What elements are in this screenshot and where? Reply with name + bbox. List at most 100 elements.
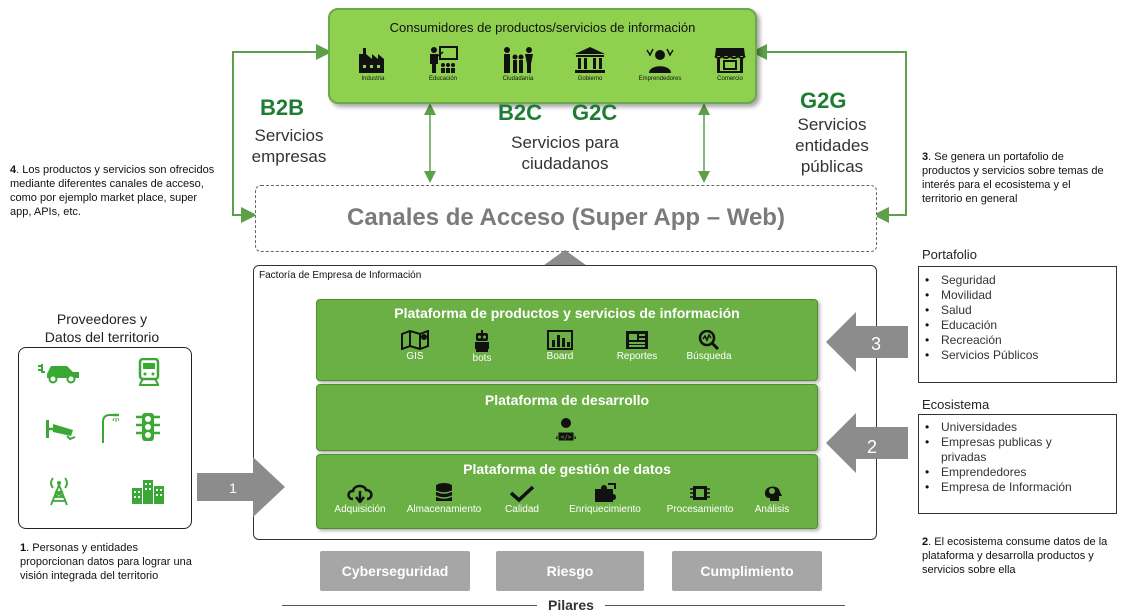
factory-label: Factoría de Empresa de Información	[259, 270, 422, 281]
pillars-label: Pilares	[548, 597, 594, 613]
ecosystem-item: Empresas publicas y privadas	[919, 435, 1071, 465]
g2g-line1: Servicios	[797, 115, 867, 134]
portfolio-item: Recreación	[919, 333, 1116, 348]
report-icon	[626, 331, 648, 349]
gis-label: GIS	[406, 351, 424, 362]
buildings-icon	[132, 480, 164, 504]
analisis-label: Análisis	[754, 504, 790, 515]
entrepreneur-icon	[646, 48, 674, 73]
note-2-text: . El ecosistema consume datos de la plat…	[922, 536, 1108, 576]
cloud-download-icon	[347, 484, 373, 503]
bots-item: bots	[447, 330, 517, 364]
note-3-number: 3	[922, 151, 929, 163]
adquisicion-label: Adquisición	[334, 504, 386, 515]
pillar-riesgo: Riesgo	[496, 551, 644, 591]
providers-title-line2: Datos del territorio	[44, 329, 160, 345]
consumer-label: Educación	[428, 76, 458, 82]
search-icon	[698, 330, 720, 350]
procesamiento-label: Procesamiento	[666, 504, 734, 515]
pillar-cumplimiento: Cumplimiento	[672, 551, 822, 591]
board-item: Board	[525, 330, 595, 362]
enriquecimiento-item: Enriquecimiento	[560, 483, 650, 515]
pillar-cyberseguridad: Cyberseguridad	[320, 551, 470, 591]
developer-icon: </>	[556, 418, 576, 442]
reportes-label: Reportes	[616, 351, 658, 362]
procesamiento-item: Procesamiento	[655, 483, 745, 515]
note-1: 1. Personas y entidades proporcionan dat…	[20, 541, 195, 583]
arrow-2-number: 2	[867, 437, 877, 457]
note-4-text: . Los productos y servicios son ofrecido…	[10, 164, 215, 218]
g2g-code: G2G	[800, 88, 847, 113]
ecosystem-box: Universidades Empresas publicas y privad…	[918, 414, 1117, 514]
pillars-divider-left	[282, 605, 537, 606]
portfolio-title: Portafolio	[922, 247, 977, 262]
access-channels-title: Canales de Acceso (Super App – Web)	[347, 204, 785, 231]
puzzle-icon	[595, 483, 616, 502]
consumer-label: Emprendedores	[638, 76, 682, 82]
b2b-description: Servicios empresas	[248, 125, 330, 167]
portfolio-item: Educación	[919, 318, 1116, 333]
g2c-description: Servicios para ciudadanos	[490, 132, 640, 174]
map-icon	[401, 330, 429, 350]
ecosystem-item: Emprendedores	[919, 465, 1116, 480]
calidad-label: Calidad	[505, 504, 539, 515]
platform-development-title: Plataforma de desarrollo	[484, 392, 650, 408]
consumer-label: Ciudadanía	[502, 76, 534, 82]
note-1-text: . Personas y entidades proporcionan dato…	[20, 542, 192, 582]
consumers-box: Consumidores de productos/servicios de i…	[328, 8, 757, 104]
factory-icon	[359, 48, 384, 73]
arrow-3-left: 3	[826, 312, 908, 372]
calidad-item: Calidad	[487, 483, 557, 515]
b2b-line1: Servicios	[254, 126, 324, 145]
consumer-gobierno: Gobierno	[560, 46, 620, 82]
antenna-tower-icon	[50, 477, 68, 506]
platform-products-title: Plataforma de productos y servicios de i…	[394, 305, 740, 321]
portfolio-item: Seguridad	[919, 273, 1116, 288]
ecosystem-item: Universidades	[919, 420, 1116, 435]
consumer-label: Industria	[361, 76, 385, 82]
adquisicion-item: Adquisición	[325, 483, 395, 515]
portfolio-item: Salud	[919, 303, 1116, 318]
portfolio-box: Seguridad Movilidad Salud Educación Recr…	[918, 266, 1117, 383]
ecosystem-list: Universidades Empresas publicas y privad…	[919, 420, 1116, 495]
electric-car-icon	[38, 364, 79, 384]
g2c-code: G2C	[572, 100, 618, 125]
busqueda-label: Búsqueda	[686, 351, 732, 362]
security-camera-icon	[46, 420, 76, 440]
access-channels-box: Canales de Acceso (Super App – Web)	[255, 185, 877, 252]
traffic-light-icon	[136, 413, 160, 441]
b2b-line2: empresas	[251, 147, 327, 166]
providers-box	[18, 347, 192, 529]
providers-title: Proveedores y Datos del territorio	[32, 310, 172, 346]
platform-products: Plataforma de productos y servicios de i…	[316, 299, 818, 381]
arrow-1-number: 1	[229, 480, 237, 496]
busqueda-item: Búsqueda	[674, 330, 744, 362]
almacenamiento-item: Almacenamiento	[399, 483, 489, 515]
note-1-number: 1	[20, 542, 27, 554]
gis-item: GIS	[380, 330, 450, 362]
note-2-number: 2	[922, 536, 929, 548]
chart-board-icon	[547, 330, 573, 350]
g2g-line3: públicas	[800, 157, 864, 176]
note-4-number: 4	[10, 164, 17, 176]
platform-data-title: Plataforma de gestión de datos	[463, 461, 671, 477]
consumer-industria: Industria	[343, 46, 403, 82]
b2b-code: B2B	[260, 95, 305, 120]
g2c-line2: ciudadanos	[521, 154, 609, 173]
reportes-item: Reportes	[602, 330, 672, 362]
arrow-1-right: 1	[197, 457, 285, 517]
g2g-description: Servicios entidades públicas	[782, 114, 882, 177]
g2c-line1: Servicios para	[511, 133, 619, 152]
enriquecimiento-label: Enriquecimiento	[569, 504, 641, 515]
store-icon	[714, 48, 746, 73]
portfolio-item: Servicios Públicos	[919, 348, 1116, 363]
svg-text:</>: </>	[561, 434, 572, 441]
note-3-text: . Se genera un portafolio de productos y…	[922, 151, 1104, 205]
note-4: 4. Los productos y servicios son ofrecid…	[10, 163, 215, 219]
train-icon	[138, 358, 160, 386]
database-icon	[435, 483, 453, 501]
note-2: 2. El ecosistema consume datos de la pla…	[922, 535, 1118, 577]
ecosystem-title: Ecosistema	[922, 397, 990, 412]
platform-development: Plataforma de desarrollo </>	[316, 384, 818, 451]
